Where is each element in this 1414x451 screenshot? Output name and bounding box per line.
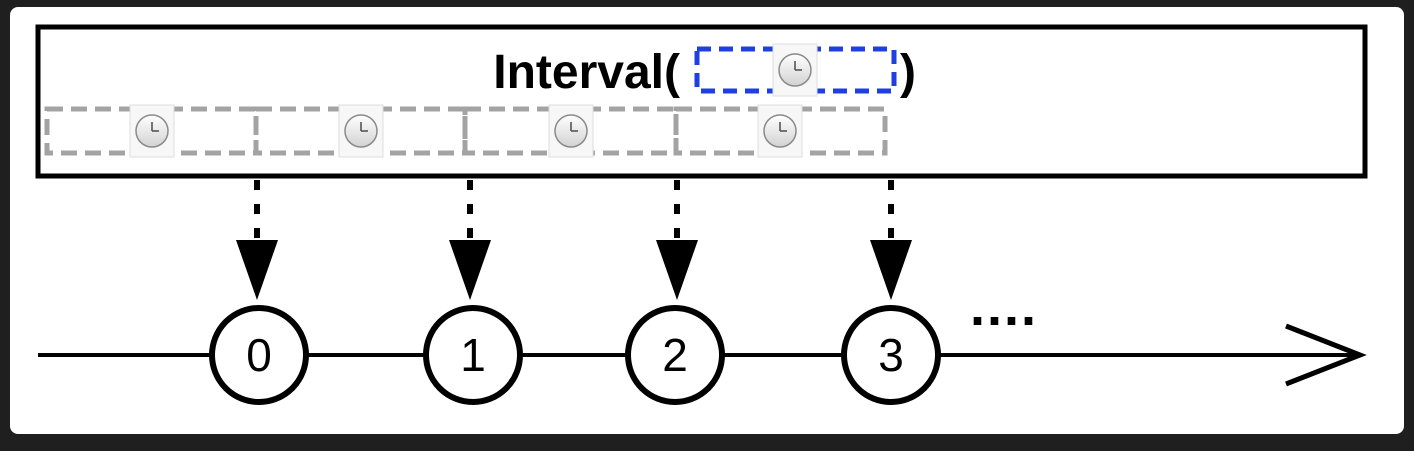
- marble-circle: [209, 305, 309, 405]
- marble-label: 2: [662, 329, 688, 381]
- timeline-arrowhead: [1285, 323, 1367, 387]
- arrow-head: [236, 240, 278, 300]
- marble-circle: [423, 305, 523, 405]
- marble-label: 0: [246, 329, 272, 381]
- operator-box: [35, 24, 1368, 179]
- marble: 1: [423, 305, 523, 405]
- clock-icon: [757, 104, 803, 158]
- marble: 0: [209, 305, 309, 405]
- emission-arrows: [254, 180, 894, 246]
- operator-title: Interval(: [493, 46, 680, 99]
- arrow-head: [870, 240, 912, 300]
- arrow-head: [656, 240, 698, 300]
- marble-circle: [625, 305, 725, 405]
- clock-icon: [772, 43, 818, 97]
- arrow-head: [449, 240, 491, 300]
- clock-icon: [338, 104, 384, 158]
- marble-label: 3: [878, 329, 904, 381]
- marble: 3: [841, 305, 941, 405]
- clock-icon: [548, 104, 594, 158]
- marble: 2: [625, 305, 725, 405]
- continuation-dots: ....: [970, 277, 1038, 337]
- marble-circle: [841, 305, 941, 405]
- clock-icon: [129, 104, 175, 158]
- operator-close-paren: ): [900, 46, 916, 99]
- timer-boxes: [44, 104, 888, 158]
- arrow-heads: [236, 240, 912, 300]
- marble-label: 1: [460, 329, 486, 381]
